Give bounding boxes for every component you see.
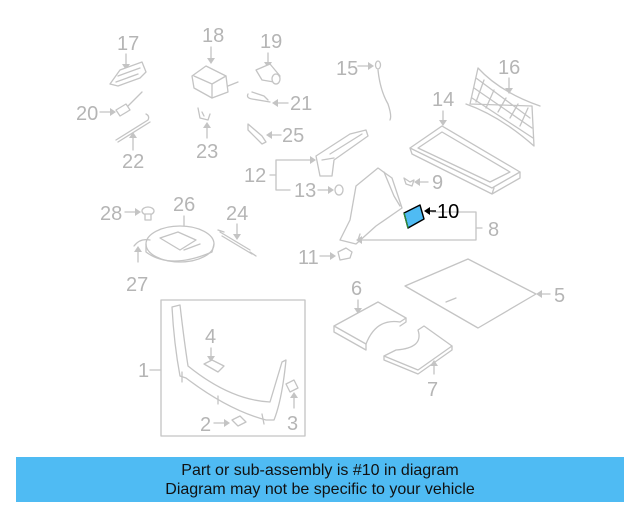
part-8-side-trim[interactable]: 8 (339, 167, 499, 245)
callout-27: 27 (126, 274, 148, 296)
part-9-screw[interactable]: 9 (403, 172, 443, 194)
callout-20: 20 (76, 103, 98, 125)
part-19-cylinder[interactable]: 19 (255, 31, 282, 85)
part-24-wrench[interactable]: 24 (217, 203, 257, 257)
part-28-bolt[interactable]: 28 (100, 203, 155, 225)
part-14-parcel-shelf[interactable]: 14 (409, 89, 521, 195)
part-26-tool-tray[interactable]: 26 (145, 194, 215, 263)
callout-8: 8 (488, 219, 499, 241)
callout-9: 9 (432, 172, 443, 194)
part-6-floor-board[interactable]: 6 (333, 278, 407, 351)
callout-16: 16 (498, 57, 520, 79)
callout-24: 24 (226, 203, 248, 225)
part-13-clip[interactable]: 13 (294, 180, 344, 202)
callout-26: 26 (173, 194, 195, 216)
callout-17: 17 (117, 33, 139, 55)
part-20-rod[interactable]: 20 (76, 91, 143, 125)
callout-28: 28 (100, 203, 122, 225)
part-3-clip[interactable]: 3 (285, 379, 299, 435)
callout-10: 10 (437, 201, 459, 223)
callout-15: 15 (336, 58, 358, 80)
part-22-wrench[interactable]: 22 (115, 113, 151, 173)
part-18-module[interactable]: 18 (191, 25, 239, 99)
callout-21: 21 (290, 93, 312, 115)
banner-part-line: Part or sub-assembly is #10 in diagram (181, 462, 459, 479)
part-27-strap[interactable]: 27 (126, 238, 151, 296)
callout-3: 3 (287, 413, 298, 435)
callout-19: 19 (260, 31, 282, 53)
callout-14: 14 (432, 89, 454, 111)
callout-18: 18 (202, 25, 224, 47)
part-12-trim-bracket[interactable]: 12 (244, 129, 369, 191)
callout-4: 4 (205, 326, 216, 348)
part-10-highlighted-cover[interactable]: 10 (403, 201, 459, 229)
part-15-cable[interactable]: 15 (336, 58, 392, 121)
callout-12: 12 (244, 165, 266, 187)
callout-11: 11 (298, 247, 319, 269)
callout-7: 7 (427, 379, 438, 401)
part-11-clip[interactable]: 11 (298, 247, 353, 269)
banner-disclaimer-line: Diagram may not be specific to your vehi… (165, 481, 475, 498)
part-5-cargo-mat[interactable]: 5 (404, 258, 565, 329)
part-23-hook[interactable]: 23 (196, 107, 218, 163)
part-info-banner: Part or sub-assembly is #10 in diagram D… (16, 457, 624, 502)
callout-13: 13 (294, 180, 316, 202)
callout-6: 6 (351, 278, 362, 300)
part-16-cargo-net[interactable]: 16 (465, 57, 541, 147)
part-21-clip[interactable]: 21 (246, 91, 313, 115)
part-7-floor-board[interactable]: 7 (383, 325, 453, 401)
callout-23: 23 (196, 141, 218, 163)
part-17-handle[interactable]: 17 (109, 33, 147, 87)
callout-5: 5 (554, 285, 565, 307)
part-2-clip[interactable]: 2 (200, 414, 247, 436)
callout-22: 22 (122, 151, 144, 173)
callout-1: 1 (138, 360, 149, 382)
callout-25: 25 (282, 125, 304, 147)
parts-diagram: 17 18 19 20 21 22 23 (76, 25, 565, 437)
part-25-latch[interactable]: 25 (247, 123, 304, 147)
part-1-trim-assembly[interactable]: 1 (138, 299, 306, 437)
part-4-clip[interactable]: 4 (203, 326, 225, 373)
callout-2: 2 (200, 414, 211, 436)
